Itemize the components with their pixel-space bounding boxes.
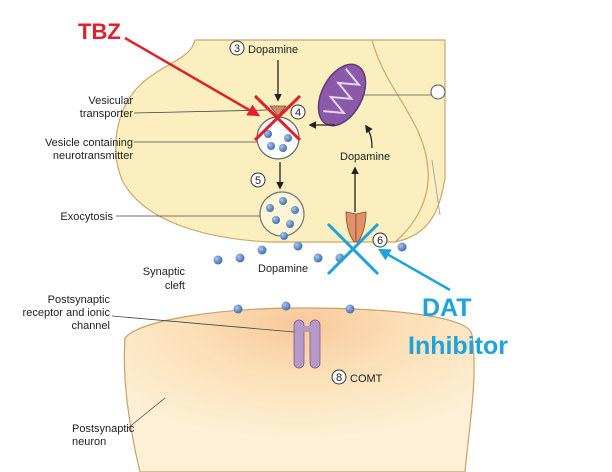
leader-receptor bbox=[111, 315, 295, 333]
vesicle-label-2: neurotransmitter bbox=[53, 150, 133, 162]
leader-neuron bbox=[127, 397, 166, 429]
cleft-dot bbox=[235, 253, 245, 263]
mitochondrion-icon bbox=[317, 63, 367, 127]
exo-dot bbox=[286, 220, 294, 228]
step-6-number: 6 bbox=[377, 235, 383, 247]
exo-dot bbox=[272, 216, 280, 224]
exo-dot bbox=[280, 232, 288, 240]
vesicular-transporter-label-2: transporter bbox=[80, 108, 134, 120]
step-8-circle bbox=[331, 369, 347, 385]
tbz-cross-icon bbox=[253, 94, 302, 142]
vesicle-dot bbox=[264, 130, 272, 138]
synaptic-cleft-label-2: cleft bbox=[165, 280, 185, 292]
postsyn-receptor-label-3: channel bbox=[71, 320, 110, 332]
glial-outer bbox=[431, 159, 441, 216]
cleft-dot bbox=[397, 242, 407, 252]
step-8-number: 8 bbox=[336, 372, 342, 384]
vesicle-label-1: Vesicle containing bbox=[45, 137, 133, 149]
cleft-dot bbox=[345, 304, 355, 314]
dopamine-top-label: Dopamine bbox=[248, 44, 298, 56]
comt-label: COMT bbox=[350, 373, 383, 385]
cleft-dot bbox=[293, 241, 303, 251]
cleft-dot bbox=[281, 301, 291, 311]
postsyn-receptor-label-1: Postsynaptic bbox=[48, 294, 111, 306]
vesicle-dot bbox=[279, 144, 287, 152]
step-6-circle bbox=[372, 232, 388, 248]
vesicular-transporter-label-1: Vesicular bbox=[88, 95, 133, 107]
tbz-label: TBZ bbox=[78, 19, 121, 44]
dat-transporter-icon bbox=[345, 211, 367, 243]
exo-dot bbox=[291, 206, 299, 214]
vesicle bbox=[256, 116, 300, 160]
dat-inhibitor-label-1: DAT bbox=[422, 294, 472, 322]
dat-cross-icon bbox=[326, 222, 380, 276]
step-3-circle bbox=[229, 40, 245, 56]
step-4-number: 4 bbox=[295, 107, 301, 119]
step-5-circle bbox=[250, 172, 266, 188]
vesicle-dot bbox=[267, 142, 275, 150]
exocytosis-label: Exocytosis bbox=[60, 211, 113, 223]
exo-dot bbox=[266, 204, 274, 212]
exo-dot bbox=[279, 197, 287, 205]
postsyn-neuron-label-2: neuron bbox=[72, 436, 106, 448]
postsyn-receptor-label-2: receptor and ionic bbox=[23, 307, 111, 319]
postsynaptic-neuron bbox=[123, 307, 475, 472]
tbz-arrow bbox=[124, 36, 261, 117]
vesicular-transporter-icon bbox=[269, 105, 287, 117]
dopamine-right-label: Dopamine bbox=[340, 151, 390, 163]
step-3-number: 3 bbox=[234, 43, 240, 55]
glial-membrane bbox=[371, 39, 429, 243]
cleft-dot bbox=[257, 245, 267, 255]
step-5-number: 5 bbox=[255, 175, 261, 187]
cleft-dot bbox=[213, 255, 223, 265]
dat-inhibitor-label-2: Inhibitor bbox=[408, 332, 508, 360]
postsyn-neuron-label-1: Postsynaptic bbox=[72, 423, 135, 435]
vesicle-dot bbox=[284, 134, 292, 142]
to-mito-arrow bbox=[365, 124, 373, 149]
leader-vesicular bbox=[133, 109, 269, 114]
step-1-circle-partial bbox=[430, 84, 446, 100]
cleft-dot bbox=[313, 253, 323, 263]
step-4-circle bbox=[290, 104, 306, 120]
cleft-dot bbox=[233, 304, 243, 314]
dopamine-cleft-label: Dopamine bbox=[258, 263, 308, 275]
postsynaptic-receptor-icon bbox=[293, 319, 321, 369]
synaptic-cleft-label-1: Synaptic bbox=[143, 266, 186, 278]
dat-arrow bbox=[377, 248, 451, 292]
